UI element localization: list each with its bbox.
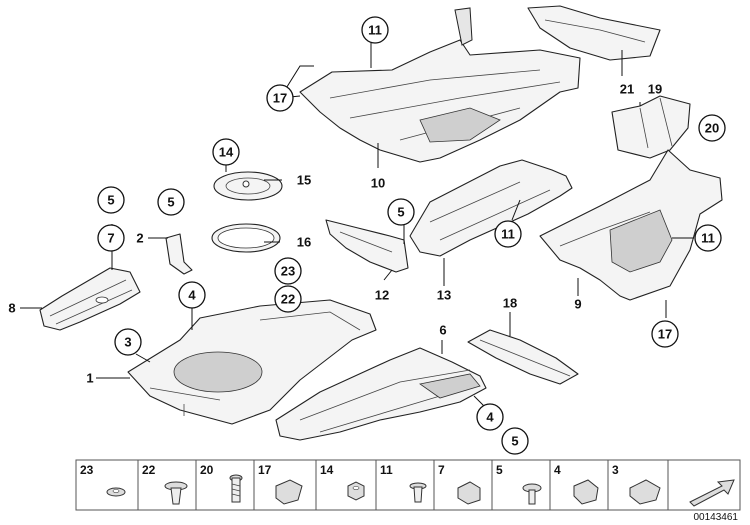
label-6: 6 [439,323,446,338]
middle-panel-13 [409,159,573,257]
duct-21 [527,5,661,61]
left-cover-8 [39,267,141,331]
lower-left-panel-3 [127,299,377,425]
legend-cell-5 [491,459,551,511]
svg-text:5: 5 [167,195,174,210]
clip-nut-icon [457,481,481,505]
callout-5-d: 5 [501,427,529,455]
legend-num-3: 3 [612,463,619,477]
side-guard-12 [325,219,409,273]
svg-text:17: 17 [658,327,672,342]
svg-text:11: 11 [701,231,715,246]
label-2: 2 [136,231,143,246]
side-panel-9 [539,149,723,301]
label-13: 13 [437,288,451,303]
legend-num-17: 17 [258,463,272,477]
svg-text:4: 4 [188,288,196,303]
label-10: 10 [371,176,385,191]
label-18: 18 [503,296,517,311]
legend-num-22: 22 [142,463,156,477]
label-16: 16 [297,235,311,250]
callout-5-a: 5 [97,186,125,214]
legend-num-5: 5 [496,463,503,477]
callout-22-top: 22 [274,285,302,313]
legend-cell-14 [315,459,377,511]
svg-text:11: 11 [501,227,515,242]
bracket-19 [611,95,691,159]
hex-nut-icon [347,481,365,501]
svg-text:14: 14 [219,145,234,160]
svg-text:20: 20 [705,121,719,136]
legend-strip: 23 22 20 17 14 11 7 [75,459,741,511]
push-rivet-icon [409,482,427,503]
document-id: 00143461 [694,512,739,523]
svg-text:22: 22 [281,292,295,307]
seal-ring-16 [211,223,281,253]
hex-screw-icon [522,483,542,505]
label-9: 9 [574,297,581,312]
svg-text:3: 3 [124,335,131,350]
callout-17-left: 17 [266,84,294,112]
callout-3: 3 [114,328,142,356]
label-8: 8 [8,301,15,316]
legend-num-4: 4 [554,463,561,477]
callout-14: 14 [212,138,240,166]
legend-num-11: 11 [380,463,393,477]
svg-text:5: 5 [397,205,404,220]
label-19: 19 [648,82,662,97]
callout-20: 20 [698,114,726,142]
clip-bracket-2 [165,233,193,275]
callout-11-mid: 11 [494,220,522,248]
expanding-rivet-icon [164,481,188,505]
callout-7: 7 [97,224,125,252]
callout-5-c: 5 [387,198,415,226]
underbody-panel-10 [299,7,581,163]
lower-center-panel-6 [275,347,487,441]
svg-text:4: 4 [486,410,494,425]
callout-5-b: 5 [157,188,185,216]
sheet-clip-icon [629,479,661,505]
svg-text:23: 23 [281,264,295,279]
legend-num-20: 20 [200,463,214,477]
callout-17-right: 17 [651,320,679,348]
legend-num-14: 14 [320,463,334,477]
spring-clip-icon [573,479,599,505]
callout-4-b: 4 [476,403,504,431]
spring-nut-icon [275,479,303,505]
label-12: 12 [375,288,389,303]
svg-text:17: 17 [273,91,287,106]
rail-18 [467,329,579,385]
svg-text:11: 11 [368,23,382,38]
svg-text:5: 5 [107,193,114,208]
label-15: 15 [297,173,311,188]
svg-text:7: 7 [107,231,114,246]
bolt-icon [229,474,243,503]
svg-text:5: 5 [511,434,518,449]
callout-23-top: 23 [274,257,302,285]
callout-4-a: 4 [178,281,206,309]
legend-num-23: 23 [80,463,94,477]
direction-arrow-icon [689,479,735,507]
label-21: 21 [620,82,634,97]
callout-11-right: 11 [694,224,722,252]
round-cover-14-15 [213,171,283,201]
callout-11-top: 11 [361,16,389,44]
label-1: 1 [86,371,93,386]
legend-num-7: 7 [438,463,445,477]
legend-cell-23 [75,459,139,511]
legend-cell-20 [195,459,255,511]
